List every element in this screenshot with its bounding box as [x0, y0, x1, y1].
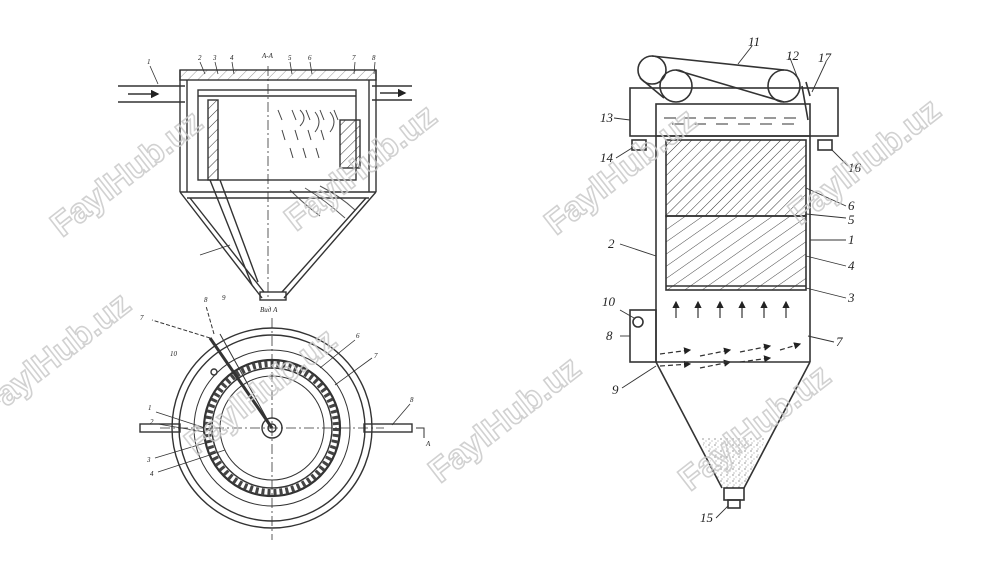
label-11: 11 [748, 34, 760, 49]
label-5: 5 [848, 212, 855, 227]
label-16: 16 [848, 160, 862, 175]
label-4: 4 [848, 258, 855, 273]
right-filter-labels: 11 12 17 13 14 16 6 5 1 2 4 3 10 8 7 9 1… [600, 34, 862, 525]
arrow-letter: А [425, 440, 431, 448]
left-bottom-number-9: 9 [222, 294, 226, 302]
label-3: 3 [847, 290, 855, 305]
label-7: 7 [836, 334, 843, 349]
label-6: 6 [848, 198, 855, 213]
label-9: 9 [612, 382, 619, 397]
left-bottom-number-4: 4 [150, 470, 154, 478]
left-bottom-number-2: 2 [150, 418, 154, 426]
left-bottom-number-6: 6 [356, 332, 360, 340]
left-section-view [118, 61, 412, 301]
left-bottom-number-10: 10 [170, 350, 178, 358]
watermark-text: FaylHub.uz [422, 349, 588, 491]
left-top-number-5: 5 [288, 54, 292, 62]
left-bottom-number-7: 7 [140, 314, 144, 322]
right-filter-diagram [613, 45, 849, 519]
label-13: 13 [600, 110, 614, 125]
watermark-text: FaylHub.uz [278, 97, 444, 239]
left-top-number-2: 2 [198, 54, 202, 62]
label-2: 2 [608, 236, 615, 251]
left-bottom-number-8b: 8 [410, 396, 414, 404]
left-top-number-1: 1 [147, 58, 151, 66]
left-top-number-4: 4 [230, 54, 234, 62]
left-bottom-number-3: 3 [146, 456, 151, 464]
label-8: 8 [606, 328, 613, 343]
left-top-number-8: 8 [372, 54, 376, 62]
label-14: 14 [600, 150, 614, 165]
watermark-text: FaylHub.uz [672, 357, 838, 499]
watermark-text: FaylHub.uz [44, 103, 210, 245]
left-bottom-number-8: 8 [204, 296, 208, 304]
left-plan-view [139, 305, 425, 540]
view-label: Вид А [260, 306, 278, 314]
label-1: 1 [848, 232, 855, 247]
left-bottom-number-7b: 7 [374, 352, 378, 360]
label-10: 10 [602, 294, 616, 309]
left-top-number-6: 6 [308, 54, 312, 62]
watermark-text: FaylHub.uz [0, 285, 138, 427]
left-bottom-number-1: 1 [148, 404, 152, 412]
section-label: А-А [261, 52, 274, 60]
label-17: 17 [818, 50, 832, 65]
left-plan-labels: Вид А А 7 8 9 10 1 2 3 4 6 7 8 [140, 294, 431, 478]
label-12: 12 [786, 48, 800, 63]
label-15: 15 [700, 510, 714, 525]
left-section-labels: А-А 1 2 3 4 5 6 7 8 [147, 52, 376, 66]
left-top-number-3: 3 [212, 54, 217, 62]
left-top-number-7: 7 [352, 54, 356, 62]
